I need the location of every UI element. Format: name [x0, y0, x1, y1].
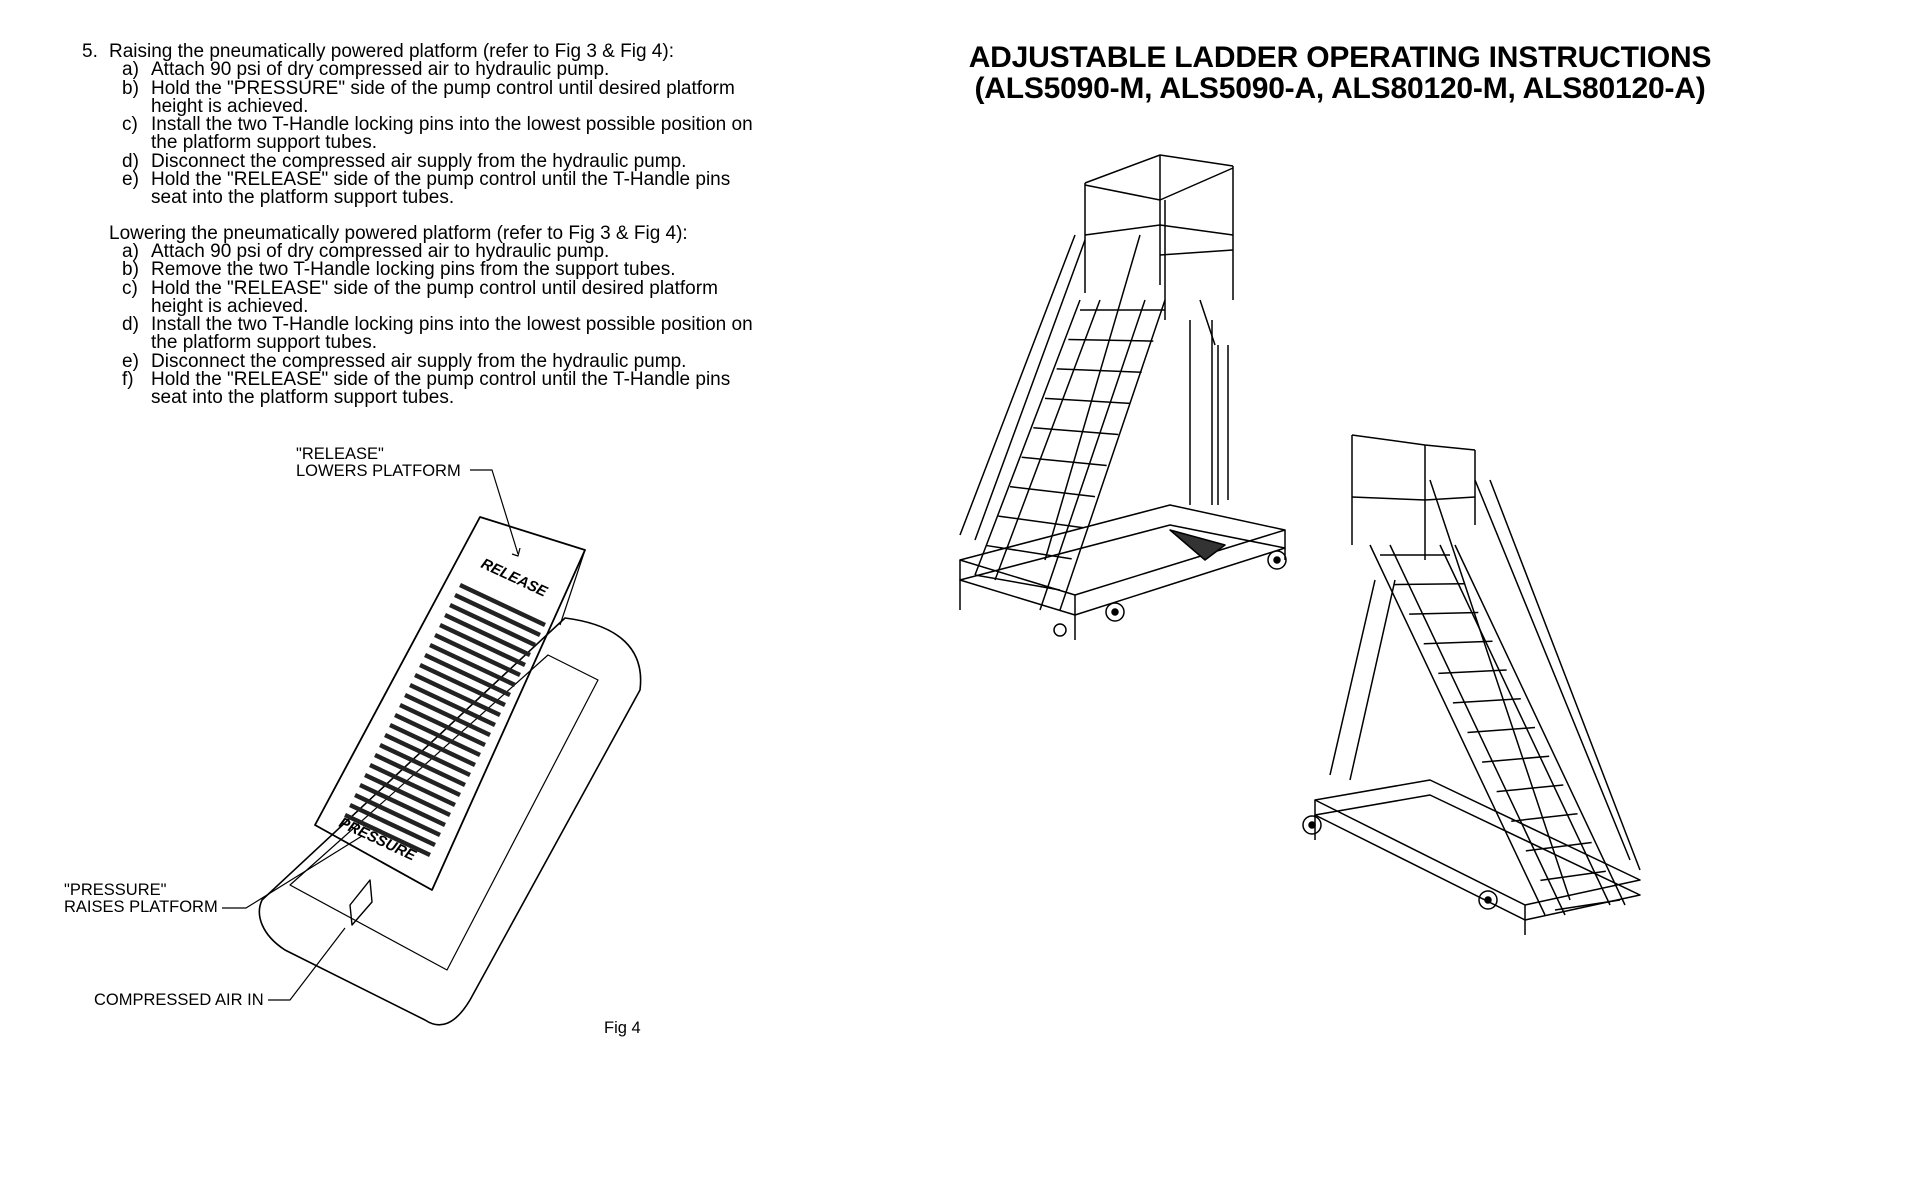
instructions-column: 5. Raising the pneumatically powered pla…	[82, 41, 782, 409]
page-title: ADJUSTABLE LADDER OPERATING INSTRUCTIONS…	[890, 42, 1790, 104]
list-item: a) Attach 90 psi of dry compressed air t…	[122, 240, 610, 262]
title-line-2: (ALS5090-M, ALS5090-A, ALS80120-M, ALS80…	[974, 72, 1706, 105]
list-item: e) Disconnect the compressed air supply …	[122, 350, 687, 372]
raising-steps: a) Attach 90 psi of dry compressed air t…	[82, 59, 782, 209]
list-item: c) Hold the "RELEASE" side of the pump c…	[122, 277, 718, 317]
figure-caption: Fig 4	[604, 1019, 641, 1037]
list-item: a) Attach 90 psi of dry compressed air t…	[122, 59, 610, 81]
compressed-air-label: COMPRESSED AIR IN	[94, 991, 264, 1009]
raising-heading: Raising the pneumatically powered platfo…	[109, 41, 674, 62]
lowering-section: Lowering the pneumatically powered platf…	[82, 222, 782, 409]
section-number: 5.	[82, 41, 98, 62]
lowering-heading: Lowering the pneumatically powered platf…	[109, 222, 688, 244]
list-item: b) Remove the two T-Handle locking pins …	[122, 259, 676, 281]
pump-control-illustration	[222, 469, 642, 1026]
list-item: b) Hold the "PRESSURE" side of the pump …	[122, 77, 735, 117]
list-item: e) Hold the "RELEASE" side of the pump c…	[122, 169, 731, 209]
pressure-label: "PRESSURE" RAISES PLATFORM	[64, 881, 218, 916]
lowering-steps: a) Attach 90 psi of dry compressed air t…	[82, 240, 782, 409]
ladder-80120-illustration	[1302, 434, 1641, 935]
list-item: f) Hold the "RELEASE" side of the pump c…	[122, 369, 731, 409]
ladder-5090-illustration	[959, 154, 1287, 640]
list-item: d) Install the two T-Handle locking pins…	[122, 314, 753, 354]
tread-grooves	[344, 582, 546, 858]
title-line-1: ADJUSTABLE LADDER OPERATING INSTRUCTIONS	[968, 41, 1712, 74]
raising-section: 5. Raising the pneumatically powered pla…	[82, 41, 782, 209]
pedal-release-text: RELEASE	[478, 555, 550, 601]
list-item: c) Install the two T-Handle locking pins…	[122, 114, 753, 154]
list-item: d) Disconnect the compressed air supply …	[122, 150, 687, 172]
release-label: "RELEASE" LOWERS PLATFORM	[296, 445, 461, 480]
